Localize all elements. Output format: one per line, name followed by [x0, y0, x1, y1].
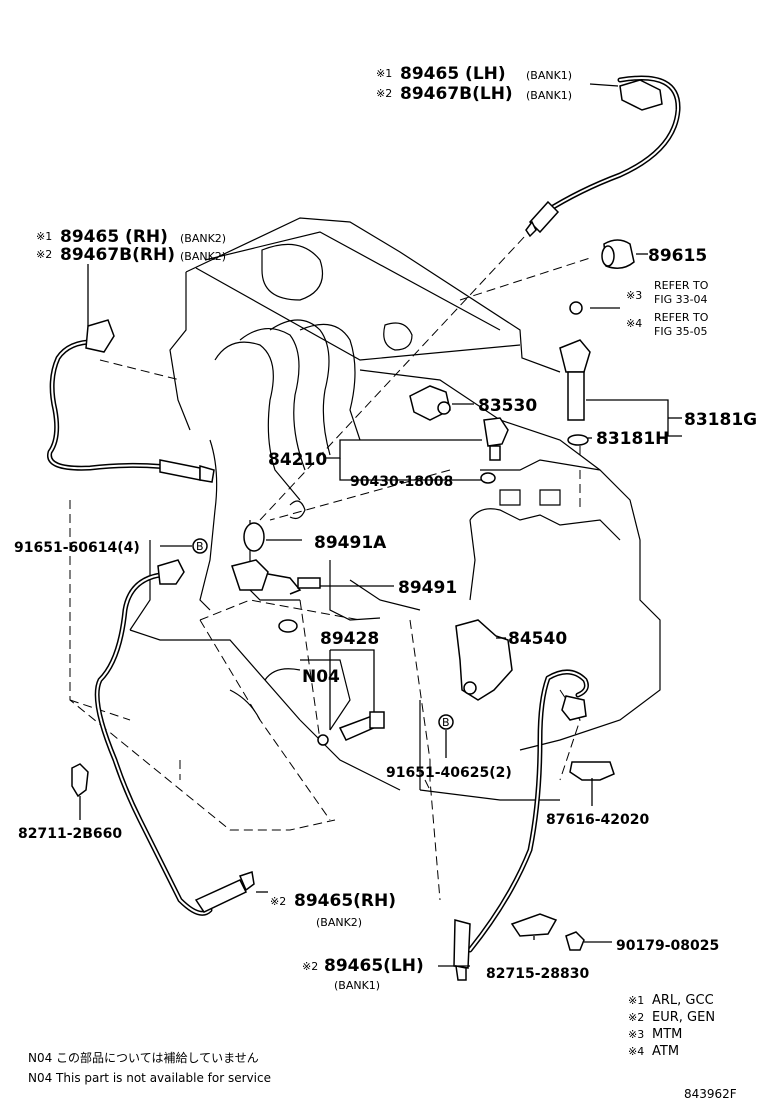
callout-o2-rh-bank2-top: ※1 89465 (RH) (BANK2) ※2 89467B(RH) (BAN…	[36, 227, 226, 265]
o-ring-83181h[interactable]	[567, 434, 589, 446]
label-82715: 82715-28830	[486, 966, 589, 982]
svg-text:※1: ※1	[628, 994, 644, 1007]
callout-refer-fig-35: ※4 REFER TO FIG 35-05	[626, 311, 709, 338]
svg-text:※2: ※2	[302, 960, 318, 973]
clamp-82715[interactable]	[510, 913, 558, 937]
o2-sensor-lh-bank1-top[interactable]	[525, 75, 681, 238]
sensor-84210[interactable]	[483, 417, 509, 461]
svg-text:89465 (RH): 89465 (RH)	[60, 227, 168, 247]
svg-text:(BANK1): (BANK1)	[526, 69, 572, 82]
leader-lines	[79, 83, 682, 967]
ring-89491a[interactable]	[243, 522, 265, 552]
nut-90179[interactable]	[565, 931, 585, 951]
label-83530: 83530	[478, 396, 537, 416]
svg-text:EUR, GEN: EUR, GEN	[652, 1010, 715, 1025]
svg-text:(BANK2): (BANK2)	[180, 232, 226, 245]
label-84540: 84540	[508, 629, 567, 649]
clip-87616[interactable]	[569, 761, 615, 781]
svg-text:※4: ※4	[628, 1045, 644, 1058]
svg-text:(BANK1): (BANK1)	[334, 979, 380, 992]
bolt-b-marker-2[interactable]	[438, 714, 454, 730]
svg-text:(BANK2): (BANK2)	[316, 916, 362, 929]
label-91651-60614: 91651-60614(4)	[14, 540, 140, 556]
label-83181g: 83181G	[684, 410, 757, 430]
callout-refer-fig-33: ※3 REFER TO FIG 33-04	[626, 279, 709, 306]
label-84210: 84210	[268, 450, 327, 470]
svg-text:※3: ※3	[628, 1028, 644, 1041]
svg-text:FIG 33-04: FIG 33-04	[654, 293, 708, 306]
footnote-en: N04 This part is not available for servi…	[28, 1071, 271, 1085]
o2-sensor-rh-bank2-bottom[interactable]	[94, 559, 255, 916]
phantom-lines	[69, 219, 591, 901]
svg-text:ATM: ATM	[652, 1044, 679, 1059]
figure-id: 843962F	[684, 1087, 737, 1101]
svg-text:89465 (LH): 89465 (LH)	[400, 64, 506, 84]
label-89491a: 89491A	[314, 533, 387, 553]
speed-sensor-83181g[interactable]	[559, 301, 591, 421]
label-82711: 82711-2B660	[18, 826, 122, 842]
svg-text:REFER TO: REFER TO	[654, 279, 709, 292]
label-89428: 89428	[320, 629, 379, 649]
knock-sensor-89615[interactable]	[601, 239, 635, 269]
engine-block-outline	[129, 217, 661, 801]
svg-text:(BANK1): (BANK1)	[526, 89, 572, 102]
svg-text:※1: ※1	[36, 230, 52, 243]
label-90179: 90179-08025	[616, 938, 719, 954]
callout-o2-lh-bank1-top: ※1 89465 (LH) (BANK1) ※2 89467B(LH) (BAN…	[376, 64, 572, 104]
svg-text:※2: ※2	[376, 87, 392, 100]
svg-text:※3: ※3	[626, 289, 642, 302]
o2-sensor-lh-bank1-bottom[interactable]	[453, 669, 589, 981]
label-83181h: 83181H	[596, 429, 669, 449]
svg-text:※2: ※2	[270, 895, 286, 908]
clamp-82711[interactable]	[71, 763, 89, 798]
label-87616: 87616-42020	[546, 812, 649, 828]
svg-text:89467B(RH): 89467B(RH)	[60, 245, 175, 265]
plug-89428[interactable]	[278, 619, 298, 633]
label-91651-40625: 91651-40625(2)	[386, 765, 512, 781]
oil-pressure-switch-83530[interactable]	[409, 385, 451, 421]
legend: ※1 ARL, GCC ※2 EUR, GEN ※3 MTM ※4 ATM	[628, 993, 715, 1059]
svg-text:MTM: MTM	[652, 1027, 682, 1042]
label-n04: N04	[302, 667, 340, 687]
svg-text:89465(RH): 89465(RH)	[294, 891, 396, 911]
svg-text:FIG 35-05: FIG 35-05	[654, 325, 708, 338]
svg-text:ARL, GCC: ARL, GCC	[652, 993, 714, 1008]
svg-text:※4: ※4	[626, 317, 642, 330]
svg-text:89465(LH): 89465(LH)	[324, 956, 424, 976]
label-89491: 89491	[398, 578, 457, 598]
bolt-b-label-2: B	[442, 716, 450, 729]
label-89615: 89615	[648, 246, 707, 266]
sensor-89491[interactable]	[231, 559, 321, 595]
sensor-89428-n04[interactable]	[317, 711, 385, 746]
o2-sensor-rh-bank2-top[interactable]	[47, 319, 215, 483]
bolt-b-label-1: B	[196, 540, 204, 553]
switch-84540[interactable]	[455, 619, 513, 701]
callout-o2-rh-bank2-bottom: ※2 89465(RH) (BANK2)	[270, 891, 396, 929]
footnote-jp: N04 この部品については補給していません	[28, 1050, 259, 1065]
svg-text:※2: ※2	[36, 248, 52, 261]
label-90430: 90430-18008	[350, 474, 453, 490]
svg-text:※2: ※2	[628, 1011, 644, 1024]
svg-text:89467B(LH): 89467B(LH)	[400, 84, 513, 104]
svg-text:(BANK2): (BANK2)	[180, 250, 226, 263]
gasket-90430[interactable]	[480, 472, 496, 484]
callout-o2-lh-bank1-bottom: ※2 89465(LH) (BANK1)	[302, 956, 424, 992]
svg-text:REFER TO: REFER TO	[654, 311, 709, 324]
svg-text:※1: ※1	[376, 67, 392, 80]
bolt-b-marker-1[interactable]	[192, 538, 208, 554]
